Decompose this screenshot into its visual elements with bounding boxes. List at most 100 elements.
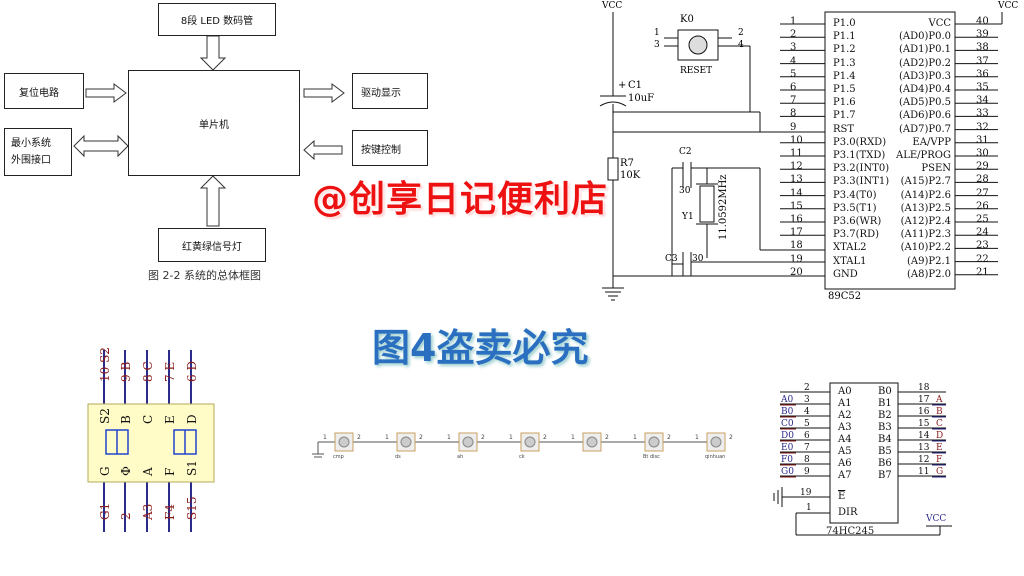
reset-label: RESET <box>680 66 713 76</box>
k0-pin-1: 1 <box>654 28 660 38</box>
buffer-left-net-label: A0 <box>781 395 794 405</box>
mcu-right-pin-label: (A13)P2.5 <box>900 202 951 214</box>
mcu-right-pin-label: VCC <box>928 18 951 29</box>
mcu-right-pin-number: 38 <box>976 42 989 54</box>
k0-pin-2: 2 <box>738 28 744 38</box>
buffer-left-pin-number: 8 <box>804 455 810 465</box>
push-button-cap <box>710 436 722 448</box>
buffer-e-pin-label: E <box>838 491 846 502</box>
mcu-left-pin-number: 18 <box>790 240 803 252</box>
buffer-right-pin-number: 12 <box>918 455 930 465</box>
mcu-right-pin-number: 35 <box>976 82 989 93</box>
mcu-right-pin-label: EA/VPP <box>912 136 951 148</box>
push-button-cap <box>400 436 412 448</box>
mcu-right-pin-number: 26 <box>976 200 989 212</box>
mcu-right-pin-label: (AD1)P0.1 <box>898 44 951 56</box>
mcu-left-pin-number: 16 <box>790 214 803 225</box>
mcu-left-pin-number: 2 <box>790 29 797 41</box>
mcu-left-pin-label: XTAL2 <box>833 242 867 254</box>
mcu-left-pin-label: P1.5 <box>833 84 856 95</box>
button-label: ck <box>519 454 525 460</box>
buffer-right-net-label: B <box>936 407 943 417</box>
mcu-left-pin-number: 17 <box>790 227 803 239</box>
button-pin-b: 2 <box>357 434 361 441</box>
c1-plus: + <box>618 80 627 91</box>
buffer-right-pin-label: B5 <box>878 446 892 457</box>
buffer-right-pin-label: B7 <box>878 470 892 481</box>
c1-label: C1 <box>628 80 643 91</box>
button-pin-b: 2 <box>729 434 733 441</box>
buffer-right-pin-label: B4 <box>878 434 892 445</box>
button-label: cmp <box>333 454 344 460</box>
buffer-left-pin-label: A7 <box>838 470 852 481</box>
buffer-right-pin-number: 11 <box>918 467 930 477</box>
r7-value: 10K <box>620 170 641 181</box>
mcu-right-pin-number: 30 <box>976 148 989 159</box>
mcu-left-pin-label: P3.3(INT1) <box>833 176 890 188</box>
lights-box: 红黄绿信号灯 <box>158 228 266 262</box>
mcu-left-pin-number: 1 <box>790 16 797 27</box>
buffer-right-net-label: E <box>936 443 943 453</box>
buffer-left-pin-number: 5 <box>804 419 810 429</box>
mcu-right-pin-number: 33 <box>976 108 989 120</box>
mcu-right-pin-number: 23 <box>976 240 989 252</box>
mcu-right-pin-label: (AD0)P0.0 <box>898 31 951 43</box>
button-pin-a: 1 <box>633 434 637 441</box>
buffer-e-pin-number: 19 <box>800 488 812 498</box>
mcu-right-pin-number: 39 <box>976 29 989 41</box>
button-pin-b: 2 <box>667 434 671 441</box>
mcu-right-pin-number: 24 <box>976 227 989 239</box>
c1-value: 10uF <box>628 93 655 104</box>
mcu-right-pin-label: (AD4)P0.4 <box>898 84 951 95</box>
buffer-right-pin-number: 16 <box>918 407 930 417</box>
buffer-right-net-label: C <box>936 419 943 429</box>
mcu-left-pin-label: P3.5(T1) <box>833 202 877 214</box>
button-pin-a: 1 <box>323 434 327 441</box>
mcu-left-pin-label: P1.0 <box>833 18 856 29</box>
y1-label: Y1 <box>682 212 694 222</box>
mcu-left-pin-number: 20 <box>790 266 803 278</box>
mcu-right-pin-label: (A11)P2.3 <box>900 229 951 241</box>
button-pin-b: 2 <box>543 434 547 441</box>
button-label: ah <box>457 454 464 460</box>
mcu-right-pin-label: (A8)P2.0 <box>906 268 951 280</box>
mcu-left-pin-number: 3 <box>790 42 797 54</box>
buffer-left-pin-number: 4 <box>804 407 810 417</box>
push-button-cap <box>648 436 660 448</box>
buffer-right-net-label: F <box>936 455 943 465</box>
mcu-left-pin-label: P1.1 <box>833 31 856 43</box>
mcu-left-pin-number: 11 <box>790 148 803 159</box>
buffer-left-net-label: E0 <box>781 443 794 453</box>
block-diagram-arrows <box>73 35 345 227</box>
button-pin-a: 1 <box>695 434 699 441</box>
mcu-right-pin-label: (A12)P2.4 <box>900 216 951 227</box>
seven-seg-lines <box>87 350 215 532</box>
mcu-left-pin-label: P1.7 <box>833 110 856 122</box>
mcu-right-pin-number: 34 <box>976 95 989 107</box>
c2-value: 30 <box>679 186 691 196</box>
k0-pin-4: 4 <box>738 40 744 50</box>
mcu-right-pin-number: 37 <box>976 55 989 67</box>
mcu-left-pin-number: 14 <box>790 187 803 199</box>
buffer-left-pin-label: A6 <box>838 458 852 469</box>
mcu-left-pin-label: P1.4 <box>833 70 856 82</box>
button-pin-b: 2 <box>605 434 609 441</box>
mcu-left-pin-number: 12 <box>790 161 803 173</box>
button-label: qinhuan <box>705 454 726 460</box>
mcu-left-pin-label: P3.6(WR) <box>833 216 882 227</box>
buffer-right-pin-number: 14 <box>918 431 930 441</box>
buffer-dir-pin-label: DIR <box>838 507 858 518</box>
mcu-left-pin-number: 7 <box>790 95 797 107</box>
interface-box: 最小系统 外围接口 <box>4 128 72 176</box>
button-pin-a: 1 <box>447 434 451 441</box>
buffer-left-pin-label: A3 <box>838 422 852 433</box>
mcu-box: 单片机 <box>128 70 300 176</box>
buffer-left-pin-number: 7 <box>804 443 810 453</box>
buffer-vcc-label: VCC <box>926 514 947 524</box>
buffer-right-net-label: G <box>936 467 944 477</box>
buffer-right-pin-label: B6 <box>878 458 892 469</box>
button-pin-a: 1 <box>571 434 575 441</box>
mcu-right-pin-number: 32 <box>976 121 989 133</box>
mcu-right-pin-number: 40 <box>976 16 989 27</box>
chip-89c52-name: 89C52 <box>828 291 862 302</box>
